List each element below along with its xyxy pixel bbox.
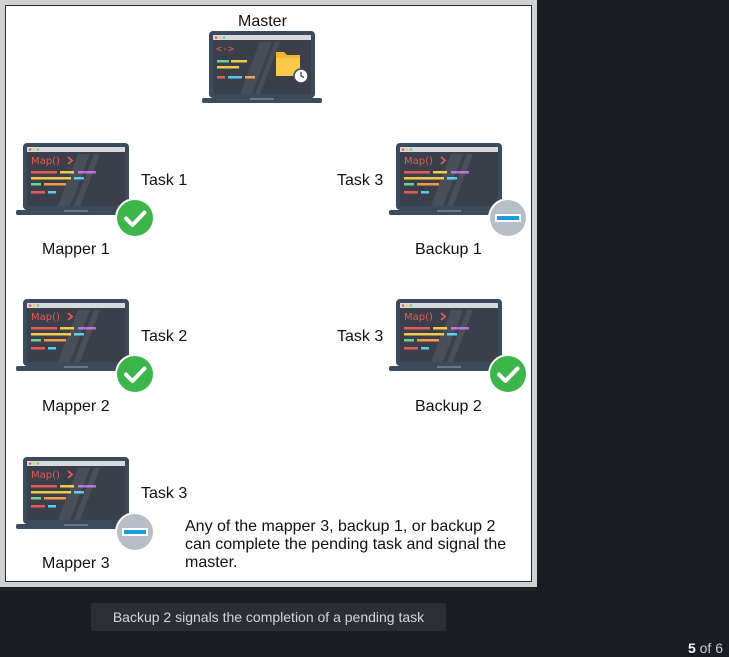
screen-map-label: Map() [31, 470, 60, 481]
check-icon [115, 354, 155, 394]
task-label: Task 1 [141, 172, 188, 189]
current-slide-number: 5 [687, 640, 696, 656]
diagram-frame: Master <-> Map() [5, 5, 532, 582]
laptop-icon: Map() [16, 299, 136, 371]
task-label: Task 3 [337, 172, 384, 189]
laptop-icon: Map() [389, 299, 509, 371]
worker-name-label: Backup 2 [415, 398, 482, 415]
screen-map-label: Map() [31, 156, 60, 167]
worker-name-label: Mapper 3 [42, 555, 110, 572]
check-icon [488, 354, 528, 394]
laptop-icon: Map() [16, 143, 136, 215]
slide-caption: Backup 2 signals the completion of a pen… [91, 603, 446, 631]
worker-backup2: Map() [389, 298, 529, 394]
master-label: Master [238, 13, 287, 30]
progress-icon [115, 512, 155, 552]
worker-backup1: Map() [389, 142, 529, 238]
task-label: Task 2 [141, 328, 188, 345]
total-slides-number: 6 [715, 640, 723, 656]
slide-pagination: 5 of 6 [688, 640, 723, 656]
laptop-icon: Map() [16, 457, 136, 529]
worker-mapper3: Map() [16, 456, 156, 552]
worker-name-label: Mapper 2 [42, 398, 110, 415]
worker-name-label: Mapper 1 [42, 241, 110, 258]
laptop-icon: Map() [389, 143, 509, 215]
svg-text:<->: <-> [216, 44, 234, 55]
worker-mapper1: Map() [16, 142, 156, 238]
screen-map-label: Map() [404, 156, 433, 167]
slide-canvas: Master <-> Map() [0, 0, 537, 587]
task-label: Task 3 [141, 485, 188, 502]
check-icon [115, 198, 155, 238]
task-label: Task 3 [337, 328, 384, 345]
worker-name-label: Backup 1 [415, 241, 482, 258]
worker-mapper2: Map() [16, 298, 156, 394]
screen-map-label: Map() [31, 312, 60, 323]
master-laptop-icon: <-> [202, 31, 322, 103]
pagination-of-text: of [699, 640, 712, 656]
screen-map-label: Map() [404, 312, 433, 323]
diagram-note: Any of the mapper 3, backup 1, or backup… [185, 518, 507, 571]
progress-icon [488, 198, 528, 238]
